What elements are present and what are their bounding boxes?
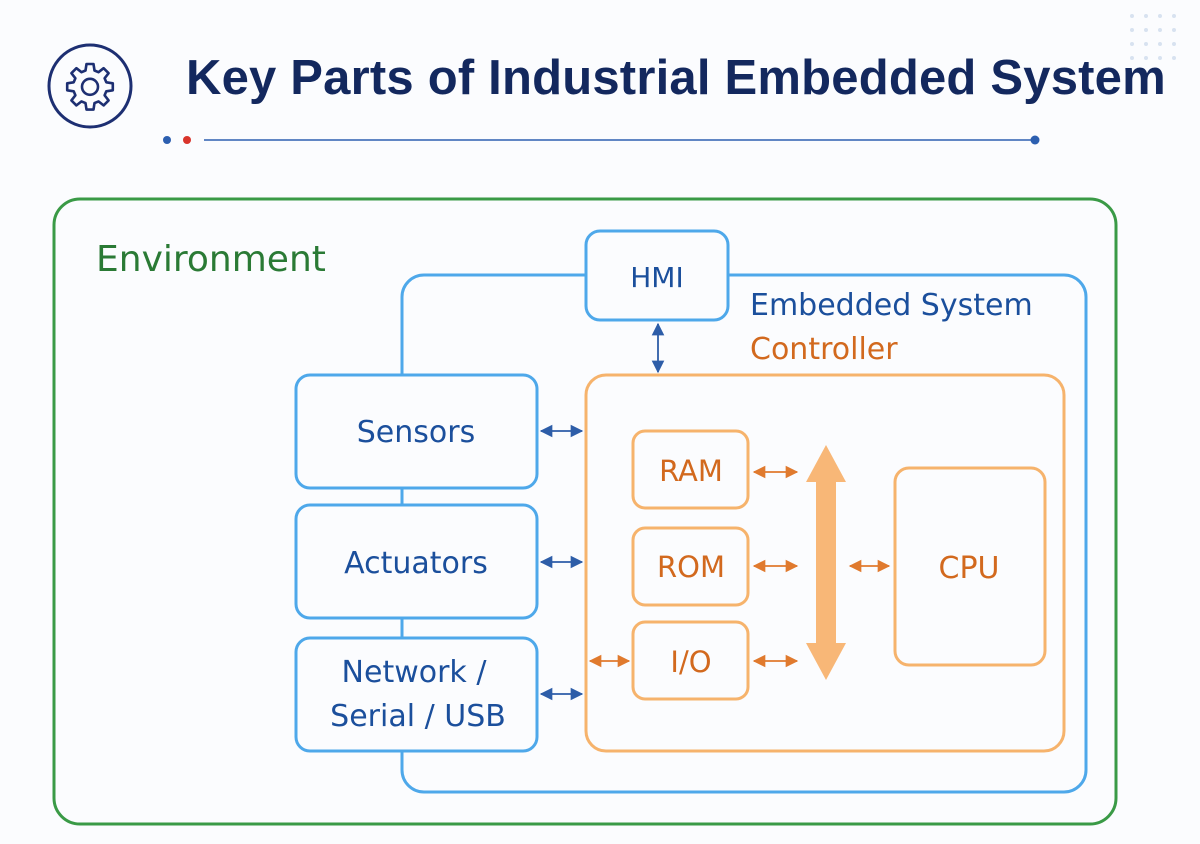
io-box [631, 620, 750, 701]
gear-icon [47, 43, 133, 129]
controller-label: Controller [750, 332, 898, 367]
page-title: Key Parts of Industrial Embedded System [186, 51, 1166, 105]
controller-box [584, 373, 1066, 753]
cpu-label: CPU [939, 551, 1000, 586]
network-label-line2: Serial / USB [330, 699, 506, 734]
actuators-box [294, 503, 539, 620]
ram-box [631, 429, 750, 510]
rom-box [631, 526, 750, 607]
hmi-label: HMI [630, 261, 683, 294]
actuators-label: Actuators [344, 546, 488, 581]
sensors-label: Sensors [357, 415, 475, 450]
system-bus-arrow [806, 445, 846, 680]
rom-label: ROM [657, 550, 725, 584]
ram-label: RAM [659, 454, 723, 488]
network-label-line1: Network / [342, 655, 488, 690]
environment-boundary [52, 197, 1118, 826]
io-label: I/O [670, 645, 711, 679]
title-underline-decoration [163, 135, 1040, 145]
embedded-system-label: Embedded System [750, 288, 1033, 323]
cpu-box [893, 466, 1047, 667]
hmi-box [584, 229, 730, 322]
sensors-box [294, 373, 539, 490]
environment-label: Environment [96, 239, 326, 280]
network-box [294, 636, 539, 753]
dot-grid-decoration [1130, 14, 1176, 60]
